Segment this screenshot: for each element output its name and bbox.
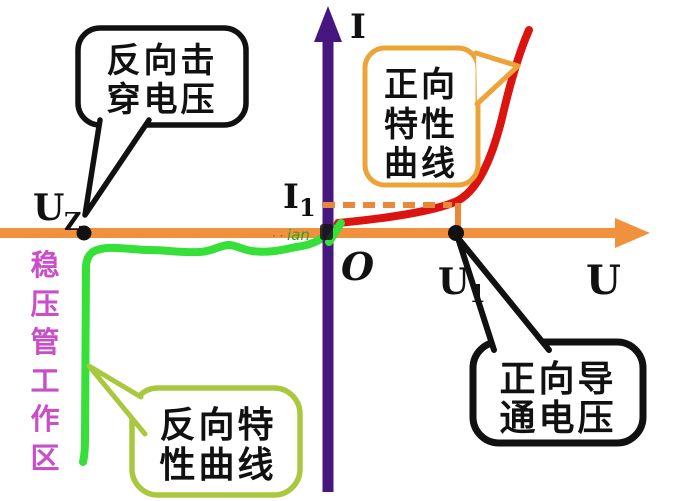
callout-reverse-curve-line2: 性曲线 [159,445,276,486]
forward-curve [334,26,533,227]
label-u1-sub: 1 [469,279,486,308]
label-u1: U [438,261,469,303]
label-axis-i: I [350,7,366,47]
callout-reverse-curve-tail [86,363,148,437]
callout-reverse-curve-bubble [129,385,303,498]
callout-forward-curve-line1: 正向 [384,65,458,105]
callout-forward-curve-line3: 曲线 [384,144,458,184]
callout-forward-conduction-line1: 正向导 [499,359,616,400]
callout-reverse-breakdown-line1: 反向击 [107,41,218,81]
label-axis-u: U [586,257,621,304]
callout-forward-conduction: 正向导 通电压 [455,235,647,447]
label-uz-sub: Z [64,207,82,236]
label-uz: U [33,187,64,229]
callout-forward-curve-tail [473,50,521,107]
callout-forward-conduction-tail [455,235,552,353]
callout-forward-conduction-line2: 通电压 [499,398,616,439]
watermark-marks: · · [272,229,283,243]
callout-forward-curve-bubble [362,45,481,188]
callout-forward-curve-line2: 特性 [384,105,458,145]
y-axis-arrowhead-icon [314,6,342,42]
uz-point [76,225,92,241]
callout-reverse-curve-line1: 反向特 [159,405,276,446]
callout-forward-curve: 正向 特性 曲线 [362,45,521,188]
callout-reverse-breakdown: 反向击 穿电压 [75,25,249,218]
x-axis-arrowhead-icon [615,218,650,248]
reverse-curve [79,222,340,466]
callout-reverse-breakdown-line2: 穿电压 [107,80,218,120]
label-origin: O [341,244,374,289]
callout-reverse-curve: 反向特 性曲线 [86,363,303,498]
callout-reverse-breakdown-bubble [75,25,249,128]
watermark-glyph [320,224,333,240]
label-i1: I [283,177,299,217]
callout-forward-conduction-bubble [469,338,647,447]
callout-reverse-breakdown-tail [82,117,152,218]
label-i1-sub: 1 [299,193,316,222]
side-label-zener-working-region: 稳压管工作区 [30,248,60,475]
watermark-text: ian [287,226,310,244]
